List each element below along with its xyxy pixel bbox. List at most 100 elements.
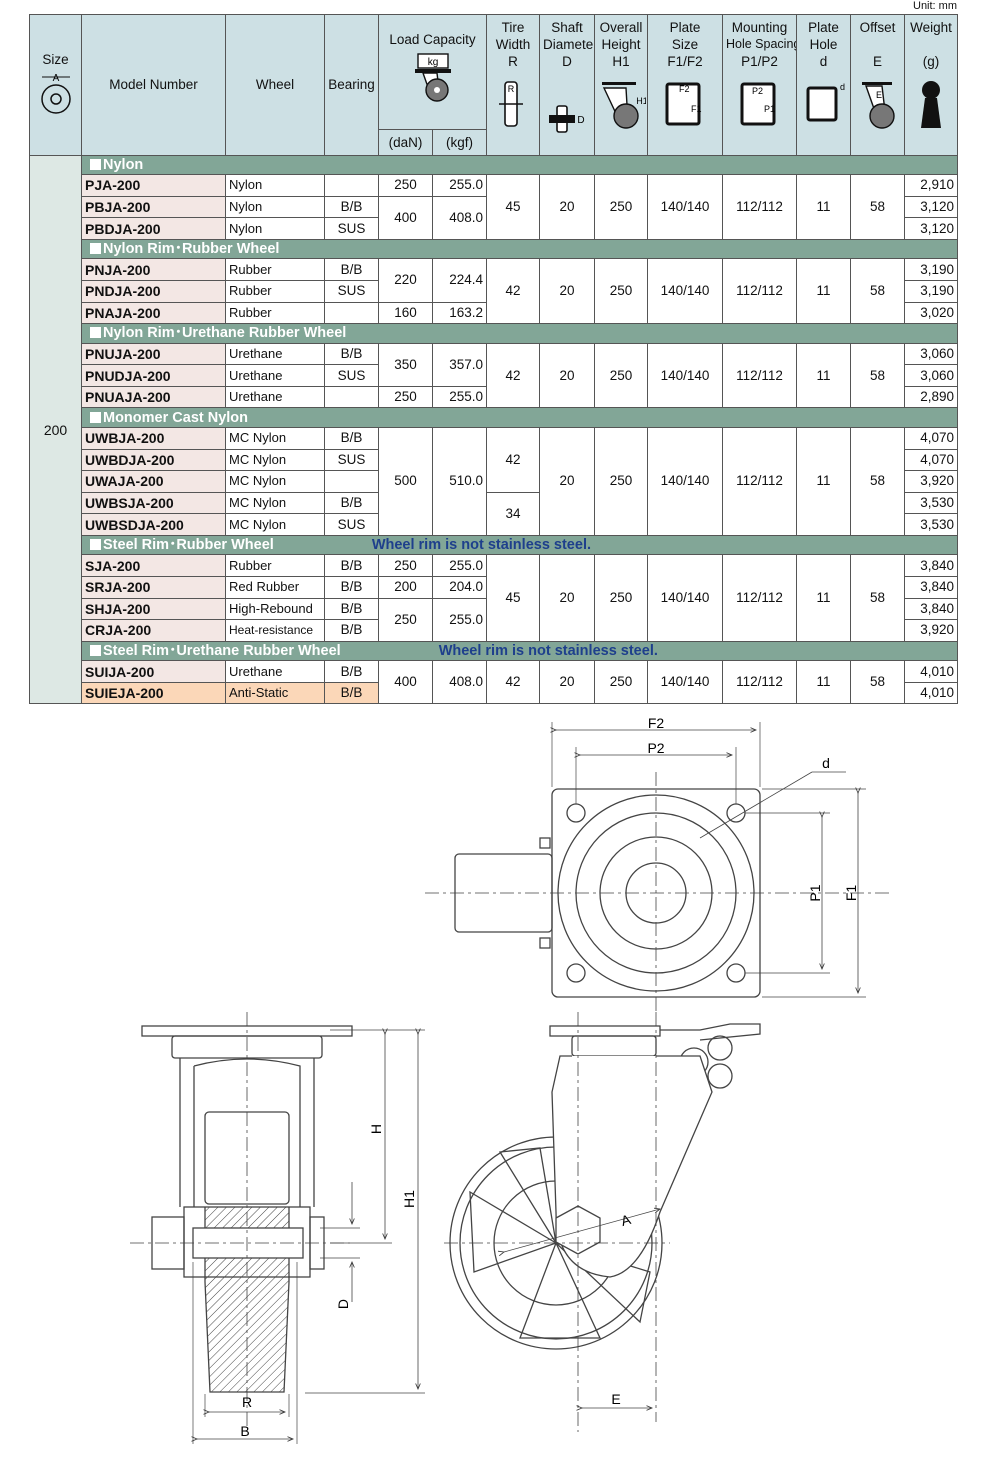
header-wheel: Wheel <box>225 14 325 156</box>
weight-icon <box>921 81 941 128</box>
weight-cell: 4,070 <box>904 448 958 472</box>
section-note: Wheel rim is not stainless steel. <box>371 537 591 554</box>
wheel-cell: MC Nylon <box>225 448 325 472</box>
header-tire-3: R <box>508 54 518 69</box>
bearing-cell: SUS <box>324 448 379 472</box>
bearing-cell: B/B <box>324 681 379 705</box>
header-offset-1: Offset <box>859 20 896 35</box>
wheel-cell: High-Rebound <box>225 597 325 621</box>
bearing-cell: B/B <box>324 491 379 515</box>
header-plate: Plate Size F1/F2 F2 F1 <box>647 14 723 156</box>
model-cell: PNDJA-200 <box>81 279 226 303</box>
hole-cell: 11 <box>796 174 851 240</box>
table-row: CRJA-200 Heat-resistance B/B 3,920 <box>30 619 958 642</box>
header-hole-1: Plate <box>808 20 839 35</box>
table-row: PNUJA-200 Urethane B/B 350 357.0 42 20 2… <box>30 342 958 409</box>
dim-label-f1: F1 <box>843 885 859 902</box>
shaft-cell: 20 <box>539 174 595 240</box>
load-kgf-cell: 357.0 <box>432 342 487 387</box>
header-shaft-2: Diameter <box>543 37 595 52</box>
hole-cell: 11 <box>796 258 851 325</box>
wheel-cell: MC Nylon <box>225 513 325 536</box>
model-cell: SUIJA-200 <box>81 660 226 683</box>
bearing-cell: B/B <box>324 619 379 642</box>
bearing-cell: B/B <box>324 258 379 281</box>
table-row: PBJA-200 Nylon B/B 400 408.0 3,120 <box>30 195 958 240</box>
dim-label-p1: P1 <box>807 884 823 901</box>
dim-label-b: B <box>240 1423 249 1439</box>
tire-cell: 34 <box>486 491 540 536</box>
header-shaft-1: Shaft <box>551 20 583 35</box>
model-cell: SHJA-200 <box>81 597 226 621</box>
load-kgf-cell: 255.0 <box>432 554 487 577</box>
load-dan-cell: 160 <box>378 301 433 325</box>
tire-cell: 42 <box>486 660 540 705</box>
section-title: Nylon <box>103 156 144 173</box>
table-row: PBDJA-200 Nylon SUS 3,120 <box>30 217 958 240</box>
bearing-cell <box>324 174 379 197</box>
offset-cell: 58 <box>850 342 905 409</box>
table-row: SUIEJA-200 Anti-Static B/B 4,010 <box>30 681 958 705</box>
section-header: Nylon Rim･Urethane Rubber Wheel <box>81 323 958 344</box>
header-tire: Tire Width R R <box>486 14 540 156</box>
header-plate-2: Size <box>671 37 699 52</box>
header-offset-3: E <box>872 54 882 69</box>
height-cell: 250 <box>594 660 648 705</box>
shaft-cell: 20 <box>539 660 595 705</box>
table-row: PJA-200 Nylon 250 255.0 45 20 250 140/14… <box>30 174 958 240</box>
weight-cell: 3,060 <box>904 364 958 387</box>
model-cell: UWBJA-200 <box>81 426 226 450</box>
wheel-cell: Nylon <box>225 195 325 219</box>
header-model: Model Number <box>81 14 226 156</box>
header-weight-1: Weight <box>910 20 952 35</box>
header-mount-3: P1/P2 <box>741 54 778 69</box>
weight-cell: 3,020 <box>904 301 958 325</box>
plate-hole-icon: d <box>806 82 845 122</box>
weight-cell: 3,530 <box>904 513 958 536</box>
shaft-diameter-icon: D <box>549 105 585 133</box>
mount-cell: 112/112 <box>722 554 797 642</box>
header-load-label: Load Capacity <box>389 32 476 47</box>
model-cell: PBJA-200 <box>81 195 226 219</box>
header-hole-3: d <box>819 54 828 69</box>
plate-cell: 140/140 <box>647 174 723 240</box>
height-cell: 250 <box>594 554 648 642</box>
bearing-cell: SUS <box>324 279 379 303</box>
bearing-cell: B/B <box>324 195 379 219</box>
table-row: UWBDJA-200 MC Nylon SUS 4,070 <box>30 448 958 472</box>
load-dan-cell: 250 <box>378 385 433 409</box>
plate-cell: 140/140 <box>647 426 723 536</box>
weight-cell: 2,890 <box>904 385 958 409</box>
height-cell: 250 <box>594 342 648 409</box>
mounting-hole-icon: P2 P1 <box>740 82 775 126</box>
weight-cell: 3,920 <box>904 470 958 493</box>
weight-cell: 3,840 <box>904 597 958 621</box>
table-row: SJA-200 Rubber B/B 250 255.0 45 20 250 1… <box>30 554 958 642</box>
offset-cell: 58 <box>850 174 905 240</box>
section-header: Nylon Rim･Rubber Wheel <box>81 238 958 260</box>
weight-cell: 4,010 <box>904 681 958 705</box>
load-dan-cell: 250 <box>378 597 433 642</box>
load-kgf-cell: 408.0 <box>432 660 487 705</box>
load-icon-text: kg <box>427 57 438 68</box>
weight-cell: 4,010 <box>904 660 958 683</box>
section-title: Steel Rim･Urethane Rubber Wheel <box>103 643 341 660</box>
table-row: UWBSDJA-200 MC Nylon SUS 3,530 <box>30 513 958 536</box>
overall-height-icon: H1 <box>602 82 646 129</box>
load-dan-cell: 200 <box>378 576 433 599</box>
table-row: UWBJA-200 MC Nylon B/B 500 510.0 42 20 2… <box>30 426 958 536</box>
caster-load-icon: kg <box>414 53 451 102</box>
height-cell: 250 <box>594 174 648 240</box>
wheel-cell: MC Nylon <box>225 491 325 515</box>
header-mount: Mounting Hole Spacing P1/P2 P2 P1 <box>722 14 797 156</box>
shaft-cell: 20 <box>539 258 595 325</box>
bearing-cell: B/B <box>324 426 379 450</box>
section-title: Monomer Cast Nylon <box>103 409 249 426</box>
shaft-cell: 20 <box>539 426 595 536</box>
dim-label-d: d <box>822 755 830 771</box>
wheel-cell: MC Nylon <box>225 470 325 493</box>
bearing-cell: B/B <box>324 342 379 366</box>
weight-cell: 3,190 <box>904 258 958 281</box>
bearing-cell <box>324 470 379 493</box>
